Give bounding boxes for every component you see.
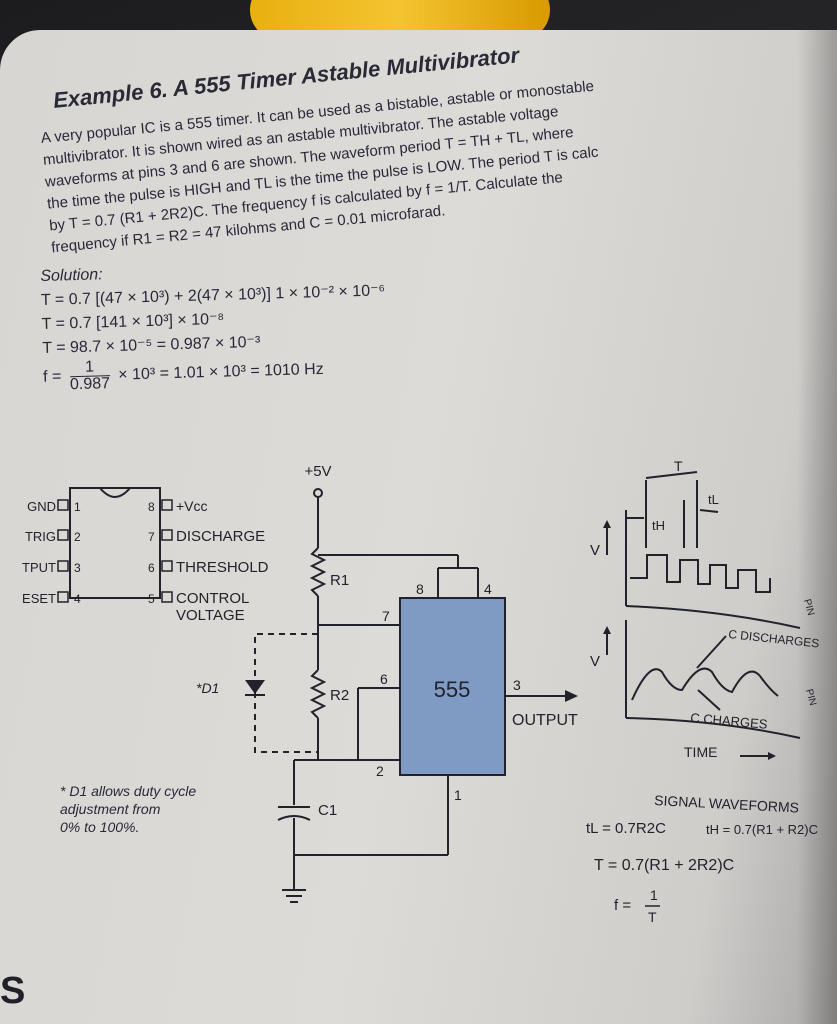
- pin3-label: 3: [513, 677, 521, 693]
- note-line: 0% to 100%.: [60, 819, 140, 835]
- note-line: * D1 allows duty cycle: [60, 783, 197, 799]
- eq-th: tH = 0.7(R1 + R2)C: [706, 822, 818, 837]
- pin-num: 4: [74, 592, 81, 606]
- note-line: adjustment from: [60, 801, 161, 817]
- pin-label-gnd: GND: [27, 499, 56, 514]
- diode-footnote: * D1 allows duty cycle adjustment from 0…: [60, 782, 196, 836]
- chip-label: 555: [434, 677, 471, 702]
- signal-waveforms-title: SIGNAL WAVEFORMS: [654, 792, 800, 816]
- pin-num: 8: [148, 500, 155, 514]
- pin6-label: 6: [380, 671, 388, 687]
- pin1-label: 1: [454, 787, 462, 803]
- pin7-label: 7: [382, 608, 390, 624]
- wave-v-label-2: V: [590, 653, 600, 670]
- output-label: OUTPUT: [512, 712, 578, 729]
- ic-555-chip: [399, 597, 506, 776]
- pin-tag-2: PIN: [803, 688, 818, 707]
- output-arrowhead: [565, 690, 578, 702]
- pin-label-reset: ESET: [22, 591, 56, 606]
- supply-label: +5V: [304, 463, 331, 480]
- pin-num: 2: [74, 530, 81, 544]
- pin-num: 7: [148, 530, 155, 544]
- pin-num: 3: [74, 561, 81, 575]
- eq-f-num: 1: [650, 887, 658, 903]
- pin4-label: 4: [484, 581, 492, 597]
- waveform-graphs: [606, 471, 801, 757]
- dip-pinout: 1 2 3 4 8 7 6 5 GND TRIG TPUT ESET +Vcc …: [22, 487, 269, 624]
- pin-num: 5: [148, 592, 155, 606]
- pin-label-vcc: +Vcc: [176, 498, 208, 514]
- d1-label: *D1: [196, 680, 219, 696]
- diode-icon: [245, 680, 265, 694]
- time-label: TIME: [684, 744, 717, 760]
- pin-label-voltage: VOLTAGE: [176, 607, 245, 624]
- wave-th-label: tH: [652, 518, 665, 533]
- c-charges-label: C CHARGES: [690, 710, 769, 732]
- eq-f-den: T: [648, 909, 657, 925]
- c-discharges-label: C DISCHARGES: [728, 627, 820, 650]
- pin-label-discharge: DISCHARGE: [176, 528, 265, 545]
- time-arrow-icon: [768, 752, 776, 760]
- wave-v-label: V: [590, 542, 600, 559]
- pin-num: 6: [148, 561, 155, 575]
- eq-f-prefix: f =: [614, 897, 631, 914]
- pin8-label: 8: [416, 581, 424, 597]
- pin-label-trig: TRIG: [25, 529, 56, 544]
- corner-letter: S: [0, 970, 26, 1012]
- wave-tl-label: tL: [708, 492, 719, 507]
- eq-tl: tL = 0.7R2C: [586, 820, 666, 837]
- pin-label-threshold: THRESHOLD: [176, 559, 269, 576]
- page-curl-shadow: [797, 30, 837, 1024]
- r1-label: R1: [330, 572, 349, 589]
- wave-t-label: T: [674, 458, 683, 474]
- pin2-label: 2: [376, 763, 384, 779]
- c1-label: C1: [318, 802, 337, 819]
- pin-tag-1: PIN: [801, 598, 816, 617]
- v-arrow-up-icon: [603, 520, 611, 528]
- eq-t: T = 0.7(R1 + 2R2)C: [594, 857, 734, 874]
- r2-label: R2: [330, 687, 349, 704]
- pin-label-control: CONTROL: [176, 590, 249, 607]
- pin-label-output: TPUT: [22, 560, 56, 575]
- v-arrow-up-icon: [603, 626, 611, 634]
- pin-num: 1: [74, 500, 81, 514]
- astable-circuit: [254, 488, 565, 903]
